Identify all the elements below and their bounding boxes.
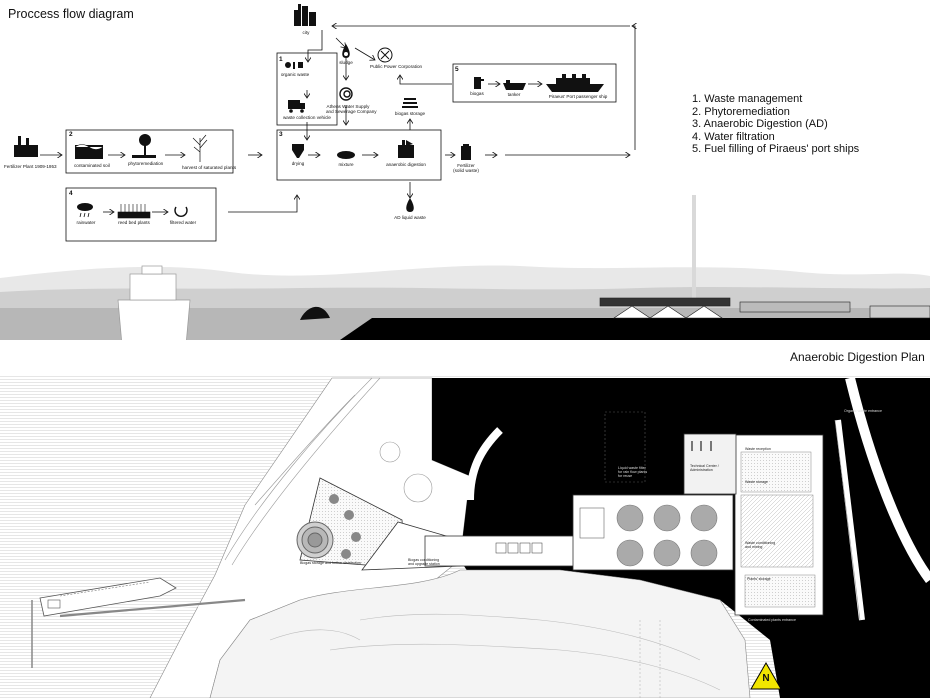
rain-cloud-icon	[77, 203, 93, 218]
mixture-icon	[337, 151, 355, 159]
label-filtered-water: filtered water	[169, 220, 197, 225]
group-number-5: 5	[455, 66, 459, 73]
flow-arrow	[354, 47, 375, 60]
plan-label-waste-conditioning: Waste conditioning and mixing	[745, 541, 776, 549]
drying-icon	[292, 144, 304, 158]
label-athens-water: Athens Water Supply and Sewerage Company	[326, 104, 377, 115]
legend-item: 5. Fuel filling of Piraeus' port ships	[692, 143, 860, 156]
power-icon	[377, 47, 393, 63]
plan-label-biogas-conditioning: Biogas conditioning and upgrade station	[408, 558, 440, 566]
factory-icon	[14, 136, 38, 157]
group-box-2	[65, 129, 234, 174]
walkway	[466, 427, 503, 501]
soil-icon	[74, 144, 104, 159]
pier	[59, 598, 246, 618]
city-icon	[294, 4, 316, 26]
label-ppc: Public Power Corporation	[370, 64, 423, 69]
plan-label-waste-reception: Waste reception	[745, 447, 771, 451]
legend: 1. Waste management 2. Phytoremediation …	[692, 93, 859, 156]
group-number-1: 1	[279, 56, 283, 63]
legend-item: 1. Waste management	[692, 93, 803, 105]
group-box-3	[276, 129, 442, 181]
label-fertilizer: Fertilizer (solid waste)	[453, 163, 479, 174]
label-ad-liquid: AD liquid waste	[394, 215, 426, 220]
flow-arrow	[228, 195, 297, 213]
flow-arrow	[335, 37, 346, 48]
label-anaerobic-digestion: anaerobic digestion	[386, 162, 426, 167]
label-phytoremediation: phytoremediation	[128, 161, 164, 166]
flow-arrow	[632, 26, 635, 150]
label-sludge: sludge	[339, 60, 353, 65]
plan-label-plant-storage: Plants' storage	[747, 577, 771, 581]
section-ship	[117, 265, 191, 340]
label-waste-collection: waste collection vehicle	[282, 115, 331, 120]
diagram-title: Proccess flow diagram	[8, 7, 134, 21]
digester-tanks	[616, 504, 718, 567]
plan-label-biogas-storage: Biogas storage and further distribution	[300, 561, 361, 565]
ship-icon	[546, 74, 604, 92]
section-berms	[300, 306, 330, 320]
plan-label-liquid-waste: Liquid waste filter for rain flow plants…	[618, 466, 648, 478]
plan-title: Anaerobic Digestion Plan	[790, 350, 925, 364]
drop-icon	[342, 44, 350, 58]
label-rainwater: rainwater	[76, 220, 96, 225]
group-number-3: 3	[279, 131, 283, 138]
tank-outline	[403, 473, 433, 503]
legend-item: 4. Water filtration	[692, 130, 775, 143]
gas-pump-icon	[474, 77, 484, 89]
label-piraeus-ship: Piraeus' Port passenger ship	[548, 94, 608, 99]
truck-icon	[288, 100, 305, 113]
tanker-icon	[503, 80, 526, 90]
label-contaminated-soil: contaminated soil	[74, 163, 110, 168]
plan-label-organic-entrance: Organic waste entrance	[844, 409, 882, 413]
label-tanker: tanker	[507, 92, 521, 97]
biogas-storage-icon	[402, 98, 418, 108]
road	[845, 376, 930, 583]
fertilizer-icon	[461, 144, 471, 160]
building-chain	[424, 535, 576, 567]
flow-diagram	[0, 4, 930, 340]
digester-icon	[398, 140, 414, 158]
north-label: N	[762, 673, 770, 684]
organic-waste-icon	[285, 62, 303, 69]
section-buildings	[599, 297, 930, 319]
label-reed-bed: reed bed plants	[118, 220, 150, 225]
filter-icon	[174, 206, 188, 217]
dead-tree-icon	[192, 134, 208, 162]
flow-arrow	[400, 75, 452, 85]
label-mixture: mixture	[338, 162, 354, 167]
group-number-4: 4	[69, 190, 73, 197]
label-drying: drying	[291, 161, 305, 166]
plan-label-contaminated-entrance: Contaminated plants entrance	[748, 618, 796, 622]
land-south	[209, 569, 751, 698]
label-biogas: biogas	[470, 91, 484, 96]
north-arrow-icon: N	[750, 662, 782, 690]
liquid-drop-icon	[406, 198, 414, 212]
biogas-tank	[296, 521, 334, 559]
section-quay	[340, 318, 930, 340]
tree-icon	[132, 134, 156, 158]
flow-arrow	[308, 30, 323, 62]
plan-label-waste-storage: Waste storage	[745, 480, 769, 484]
label-fertilizer-plant: Fertilizer Plant 1909-1953	[4, 164, 57, 169]
label-biogas-storage: biogas storage	[394, 111, 426, 116]
spiral-icon	[339, 87, 353, 101]
plan-ship	[39, 577, 177, 617]
plan-label-technical-center: Technical Center / Administration	[690, 464, 719, 472]
label-city: city	[302, 30, 310, 35]
group-box-4	[65, 187, 217, 242]
reed-bed-icon	[117, 204, 151, 219]
label-organic-waste: organic waste	[280, 72, 310, 77]
group-box-5	[452, 63, 617, 103]
legend-item: 3. Anaerobic Digestion (AD)	[692, 118, 828, 131]
legend-item: 2. Phytoremediation	[692, 105, 790, 118]
label-harvest: harvest of saturated plants	[182, 165, 237, 170]
group-number-2: 2	[69, 131, 73, 138]
chimney	[692, 195, 696, 305]
